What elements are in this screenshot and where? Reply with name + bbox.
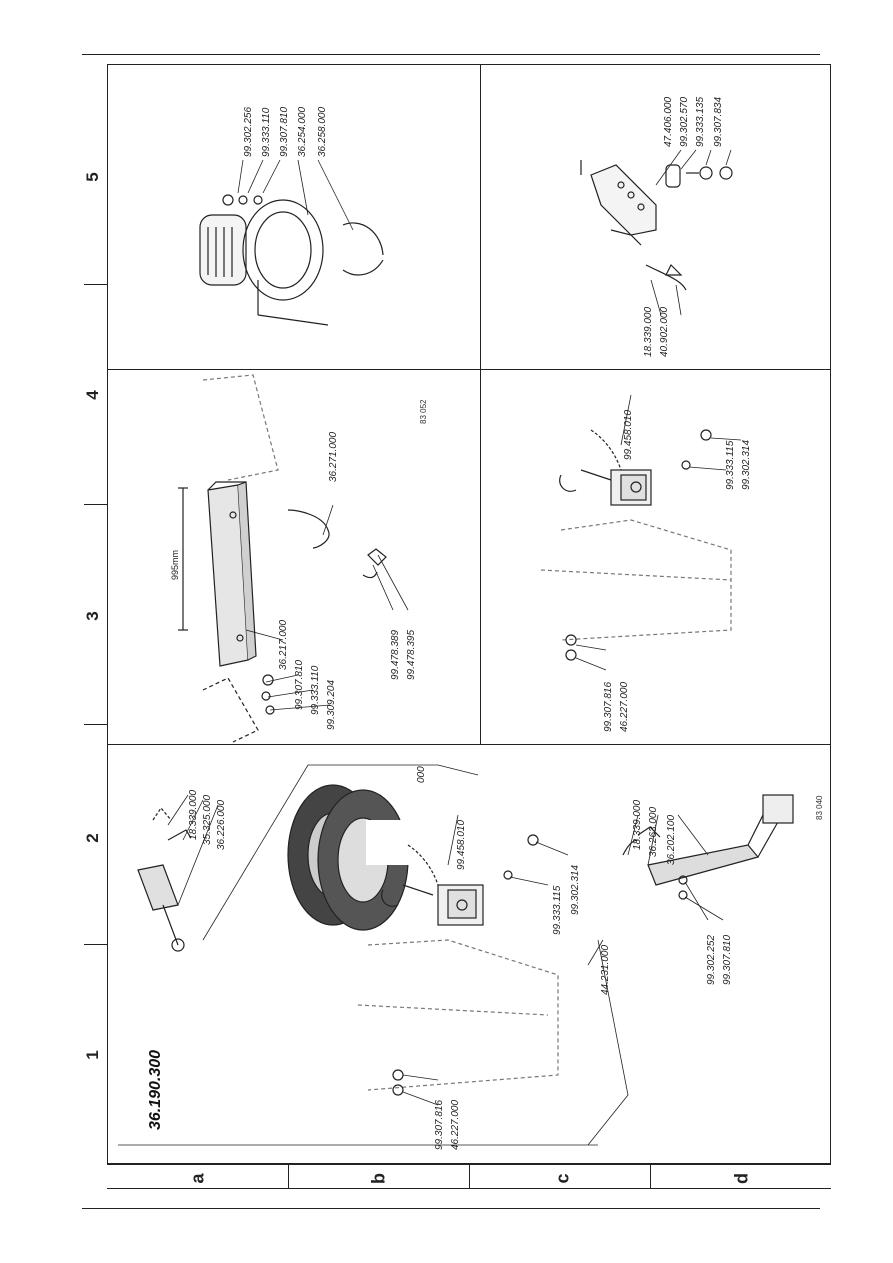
main-leaders [167,794,724,1106]
part-number: 99.333.115 [725,440,736,490]
row-divider-23 [107,744,831,745]
part-number: 99.302.252 [706,935,717,985]
part-number: 36.271.000 [328,432,339,482]
hub-drawing: 99.302.256 99.333.110 99.307.810 36.254.… [199,107,384,326]
part-number: 36.263.000 [648,807,659,857]
part-number: 99.333.110 [310,665,321,715]
part-number: 99.333.110 [261,107,272,157]
dimension-label: 995mm [170,550,180,580]
part-number: 35.325.000 [202,795,213,845]
row-divider-45 [107,369,831,370]
column-divider-bc [480,64,481,744]
drawing-signature: 83 040 [815,795,824,820]
part-number: 44.231.000 [600,945,611,995]
bracket-illustration [580,160,733,291]
part-number: 36.202.100 [666,815,677,865]
part-number: 99.307.810 [279,107,290,157]
part-number: 99.302.256 [243,107,254,157]
row-number-1: 1 [83,1050,102,1060]
hitch-illustration [540,429,732,661]
part-number: 99.307.816 [434,1100,445,1150]
top-rule [82,54,820,55]
part-number: 99.302.314 [570,865,581,915]
column-letter-d: d [731,1173,752,1184]
part-number: 46.227.000 [619,682,630,732]
row-tick [84,284,108,285]
reference-number: 36.190.300 [147,1050,164,1130]
hitch-drawing: 99.458.010 99.302.314 99.333.115 99.307.… [540,394,752,732]
catalog-frame [107,64,831,1164]
part-number: 99.307.810 [294,660,305,710]
part-number: 18.339.000 [188,790,199,840]
panel-bracket: 47.406.000 99.302.570 99.333.135 99.307.… [481,65,830,369]
part-number: 99.458.010 [623,410,634,460]
panel-main: 36.190.300 18.339.000 35.325.000 36.226.… [108,745,830,1164]
letter-row-bottom [107,1188,831,1189]
main-drawing: 36.190.300 18.339.000 35.325.000 36.226.… [118,764,824,1150]
panel-hub: 99.302.256 99.333.110 99.307.810 36.254.… [108,65,480,369]
drawing-signature: 83 052 [419,399,428,424]
part-number: 99.307.810 [722,935,733,985]
row-tick [84,944,108,945]
bottom-rule [82,1208,820,1209]
row-number-2: 2 [83,833,102,843]
part-number: 99.478.395 [406,630,417,680]
part-number: 36.217.000 [278,620,289,670]
hub-illustration [199,194,384,326]
part-number: 47.406.000 [663,97,674,147]
letter-divider-ab [288,1164,289,1188]
part-number: 46.227.000 [450,1100,461,1150]
panel-box: 995mm 36.217.000 99.307.810 99.333.110 9… [108,370,480,744]
bracket-drawing: 47.406.000 99.302.570 99.333.135 99.307.… [580,97,733,357]
part-number: 99.307.816 [603,682,614,732]
towbar-illustration [622,794,794,900]
column-letter-b: b [368,1173,389,1184]
part-number: 99.458.010 [456,820,467,870]
row-number-4: 4 [83,390,102,400]
part-number: 36.258.000 [317,107,328,157]
part-number: 18.339.000 [643,307,654,357]
box-illustration [178,374,387,743]
part-number: 99.307.834 [713,97,724,147]
part-number: 36.226.000 [216,800,227,850]
part-number: 36.254.000 [297,107,308,157]
row-number-5: 5 [83,172,102,182]
row-number-3: 3 [83,611,102,621]
wheel-illustration [287,784,446,931]
box-drawing: 995mm 36.217.000 99.307.810 99.333.110 9… [170,374,428,743]
hub-leaders [237,159,354,231]
hitch-leaders [575,394,742,671]
part-number: 18.339.000 [632,800,643,850]
part-number: 99.302.570 [679,97,690,147]
hitch-assembly [357,834,559,1096]
part-number-fragment: 000 [416,766,427,783]
row-tick [84,724,108,725]
part-number: 99.478.389 [390,630,401,680]
box-leaders [245,504,409,711]
letter-divider-cd [650,1164,651,1188]
column-letter-c: c [552,1173,573,1184]
part-number: 99.333.135 [695,97,706,147]
column-letter-a: a [187,1173,208,1184]
panel-hitch: 99.458.010 99.302.314 99.333.115 99.307.… [481,370,830,744]
part-number: 99.309.204 [326,680,337,730]
jack-illustration [137,806,192,952]
part-number: 40.902.000 [659,307,670,357]
letter-divider-bc [469,1164,470,1188]
frame-lines [118,764,629,1146]
part-number: 99.302.314 [741,440,752,490]
part-number: 99.333.115 [552,885,563,935]
row-tick [84,504,108,505]
bracket-leaders [650,149,732,316]
